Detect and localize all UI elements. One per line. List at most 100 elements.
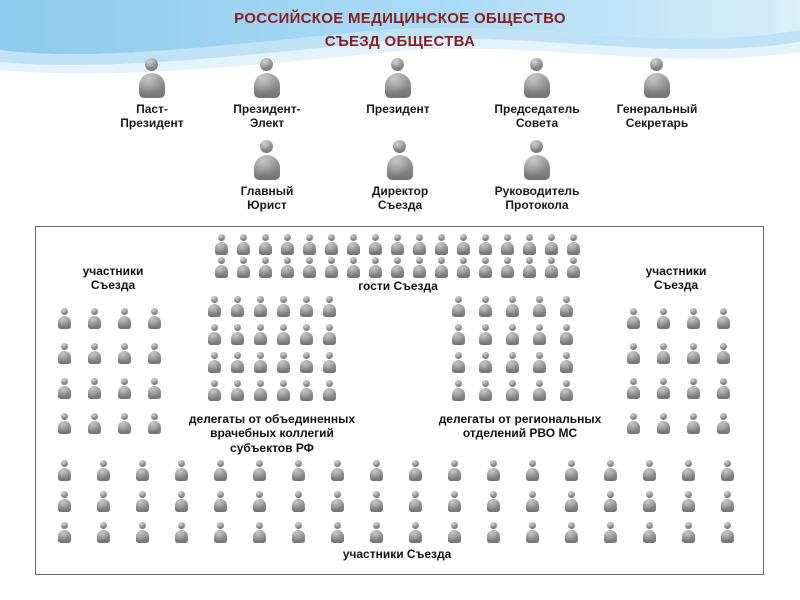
person-icon	[523, 257, 536, 278]
person-icon	[687, 308, 700, 329]
person-icon	[58, 378, 71, 399]
person-row	[208, 380, 336, 401]
person-icon	[208, 352, 221, 373]
person-row	[208, 324, 336, 345]
person-icon	[452, 352, 465, 373]
official-label: Президент- Элект	[233, 102, 301, 131]
person-icon	[148, 308, 161, 329]
person-icon	[231, 324, 244, 345]
official-label: Главный Юрист	[240, 184, 294, 213]
group-green-delegates-label: делегаты от объединенных врачебных колле…	[188, 412, 356, 455]
person-icon	[524, 58, 550, 98]
person-icon	[506, 352, 519, 373]
person-icon	[325, 257, 338, 278]
person-icon	[533, 352, 546, 373]
person-icon	[253, 491, 266, 512]
person-icon	[254, 296, 267, 317]
person-icon	[300, 380, 313, 401]
person-icon	[136, 460, 149, 481]
person-icon	[682, 491, 695, 512]
official-general-secretary: Генеральный Секретарь	[582, 58, 732, 130]
official-label: Руководитель Протокола	[494, 184, 580, 213]
person-icon	[523, 234, 536, 255]
slide-title-line1: РОССИЙСКОЕ МЕДИЦИНСКОЕ ОБЩЕСТВО	[234, 10, 566, 27]
person-icon	[253, 522, 266, 543]
person-icon	[259, 257, 272, 278]
person-icon	[627, 378, 640, 399]
person-row	[208, 352, 336, 373]
person-icon	[97, 491, 110, 512]
person-icon	[254, 58, 280, 98]
person-row	[58, 378, 161, 399]
person-icon	[292, 522, 305, 543]
person-icon	[277, 380, 290, 401]
person-icon	[721, 522, 734, 543]
person-row	[58, 460, 734, 481]
person-icon	[385, 58, 411, 98]
person-icon	[231, 296, 244, 317]
person-icon	[452, 324, 465, 345]
person-icon	[452, 296, 465, 317]
person-icon	[479, 234, 492, 255]
person-icon	[448, 460, 461, 481]
person-icon	[370, 522, 383, 543]
person-icon	[506, 324, 519, 345]
person-icon	[717, 413, 730, 434]
person-icon	[717, 308, 730, 329]
person-icon	[604, 491, 617, 512]
person-icon	[644, 58, 670, 98]
person-icon	[300, 324, 313, 345]
person-icon	[97, 460, 110, 481]
person-icon	[58, 308, 71, 329]
person-icon	[457, 257, 470, 278]
person-row	[58, 413, 161, 434]
person-icon	[231, 380, 244, 401]
person-icon	[175, 460, 188, 481]
person-icon	[97, 522, 110, 543]
official-label: Председатель Совета	[494, 102, 580, 131]
person-icon	[139, 58, 165, 98]
person-icon	[237, 234, 250, 255]
person-icon	[721, 460, 734, 481]
person-icon	[277, 324, 290, 345]
person-icon	[717, 343, 730, 364]
person-icon	[560, 380, 573, 401]
person-icon	[331, 491, 344, 512]
official-past-president: Паст- Президент	[77, 58, 227, 130]
person-row	[452, 352, 573, 373]
person-icon	[118, 413, 131, 434]
person-icon	[565, 491, 578, 512]
person-icon	[237, 257, 250, 278]
person-icon	[560, 324, 573, 345]
person-row	[452, 296, 573, 317]
person-icon	[457, 234, 470, 255]
person-icon	[657, 343, 670, 364]
person-icon	[717, 378, 730, 399]
group-left-participants	[58, 308, 161, 434]
person-icon	[567, 234, 580, 255]
person-icon	[58, 491, 71, 512]
official-president-elect: Президент- Элект	[192, 58, 342, 130]
person-icon	[643, 460, 656, 481]
person-icon	[479, 380, 492, 401]
person-icon	[565, 460, 578, 481]
person-row	[58, 308, 161, 329]
person-row	[452, 380, 573, 401]
person-icon	[567, 257, 580, 278]
person-icon	[533, 296, 546, 317]
person-icon	[387, 140, 413, 180]
person-row	[627, 308, 730, 329]
person-icon	[292, 460, 305, 481]
person-row	[58, 491, 734, 512]
official-council-chairman: Председатель Совета	[462, 58, 612, 130]
person-icon	[277, 352, 290, 373]
person-icon	[254, 140, 280, 180]
official-label: Директор Съезда	[371, 184, 429, 213]
person-icon	[88, 378, 101, 399]
person-icon	[208, 324, 221, 345]
person-icon	[560, 352, 573, 373]
person-icon	[682, 522, 695, 543]
person-icon	[370, 491, 383, 512]
person-icon	[148, 378, 161, 399]
